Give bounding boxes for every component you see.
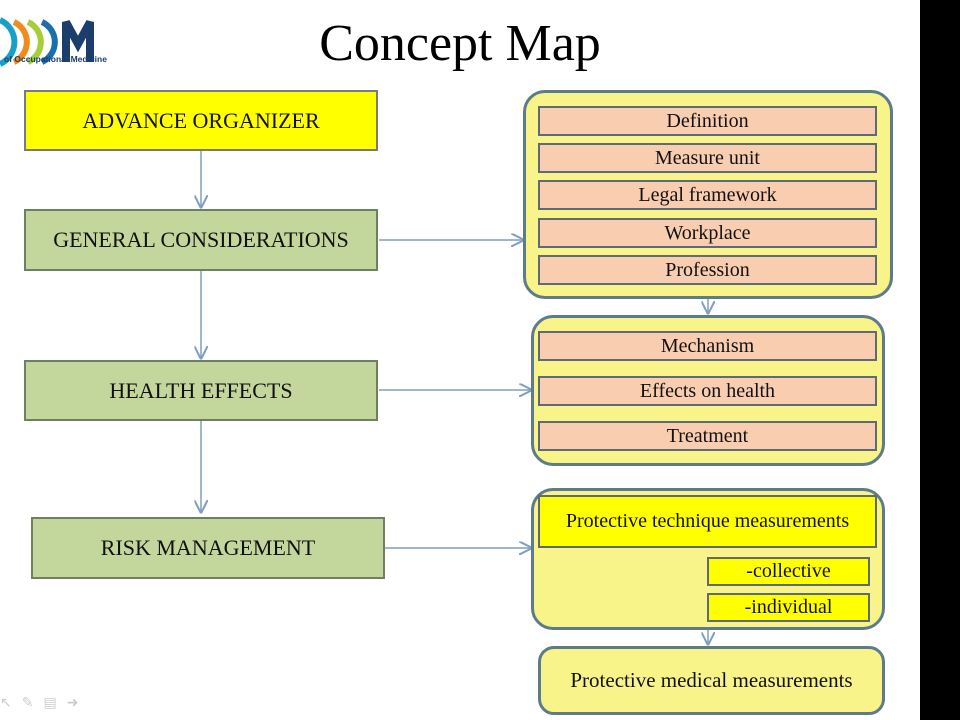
page-title: Concept Map — [319, 15, 601, 72]
item-legal-framework: Legal framework — [538, 180, 877, 210]
item-profession: Profession — [538, 255, 877, 285]
item-measure-unit: Measure unit — [538, 143, 877, 173]
general-considerations-box: GENERAL CONSIDERATIONS — [24, 209, 378, 271]
protective-medical-box: Protective medical measurements — [538, 646, 885, 715]
health-effects-box: HEALTH EFFECTS — [24, 360, 378, 421]
slides-icon[interactable]: ▤ — [43, 695, 57, 711]
item-treatment: Treatment — [538, 421, 877, 451]
advance-organizer-box: ADVANCE ORGANIZER — [24, 90, 378, 151]
item-workplace: Workplace — [538, 218, 877, 248]
item-mechanism: Mechanism — [538, 331, 877, 361]
item-protective-technique: Protective technique measurements — [538, 495, 877, 548]
next-icon[interactable]: ➜ — [66, 695, 79, 711]
risk-management-box: RISK MANAGEMENT — [31, 517, 385, 579]
right-border — [920, 0, 960, 720]
item-definition: Definition — [538, 106, 877, 136]
pointer-icon[interactable]: ↖ — [0, 695, 12, 711]
presentation-toolbar: ↖ ✎ ▤ ➜ — [0, 693, 110, 713]
logo-icon — [0, 17, 94, 67]
item-individual: -individual — [707, 593, 870, 622]
pen-icon[interactable]: ✎ — [21, 695, 34, 711]
item-collective: -collective — [707, 557, 870, 586]
item-effects-on-health: Effects on health — [538, 376, 877, 406]
logo-subtitle: of Occupational Medicine — [4, 54, 107, 64]
